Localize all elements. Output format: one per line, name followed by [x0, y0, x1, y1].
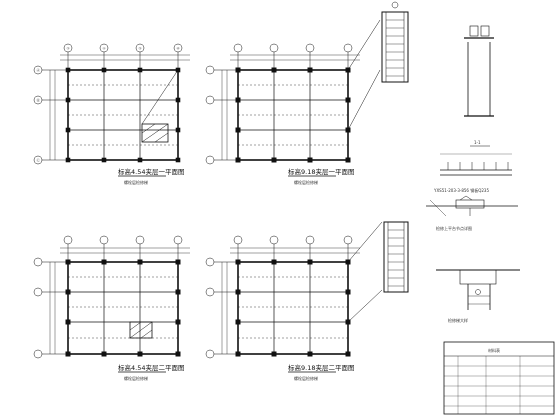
- plan-3-title: 标高4.54夹层二平面图: [118, 363, 184, 372]
- plan-mezzanine-2-level-4-54: [33, 235, 190, 373]
- plan-1-note: 螺栓层检修梯: [124, 179, 148, 185]
- material-table-title: 材料表: [488, 347, 500, 353]
- ladder-elevation-top: [381, 1, 409, 83]
- platform-node-label: 检修上平台节点详图: [436, 225, 472, 231]
- ladder-elevation-bottom: [383, 221, 409, 293]
- plan-2-note: 螺栓层检修梯: [294, 179, 318, 185]
- plan-2-title: 标高9.18夹层一平面图: [288, 167, 354, 176]
- plan-mezzanine-1-level-4-54: [33, 43, 190, 177]
- plan-4-title: 标高9.18夹层二平面图: [288, 363, 354, 372]
- svg-text:①: ①: [67, 47, 70, 51]
- plan-4-note: 螺栓层检修梯: [294, 375, 318, 381]
- svg-text:Ⓒ: Ⓒ: [37, 158, 41, 163]
- svg-text:④: ④: [177, 47, 180, 51]
- platform-node-detail: [426, 195, 518, 217]
- ladder-detail: [436, 269, 520, 310]
- svg-text:③: ③: [139, 47, 142, 51]
- svg-text:Ⓑ: Ⓑ: [37, 98, 41, 103]
- grid-bubble-col: [63, 43, 183, 70]
- section-1-1-detail: [464, 25, 494, 147]
- section-1-1-label: 1-1: [474, 140, 481, 145]
- plan-3-note: 螺栓层检修梯: [124, 375, 148, 381]
- ladder-detail-label: 检修梯大样: [448, 317, 468, 323]
- svg-text:②: ②: [103, 47, 106, 51]
- plan-1-title: 标高4.54夹层一平面图: [118, 167, 184, 176]
- beam-profile-detail: [440, 153, 512, 176]
- material-table: [443, 341, 555, 415]
- svg-text:Ⓐ: Ⓐ: [37, 68, 41, 73]
- plan-mezzanine-1-level-9-18: [205, 19, 381, 177]
- grid-bubble-row: [33, 65, 68, 165]
- plan-mezzanine-2-level-9-18: [205, 221, 383, 373]
- beam-profile-label: YXS51-203-3-856 钢板Q235: [433, 187, 489, 193]
- plan-1-grid-labels: ① ② ③ ④ Ⓐ Ⓑ Ⓒ: [37, 47, 180, 163]
